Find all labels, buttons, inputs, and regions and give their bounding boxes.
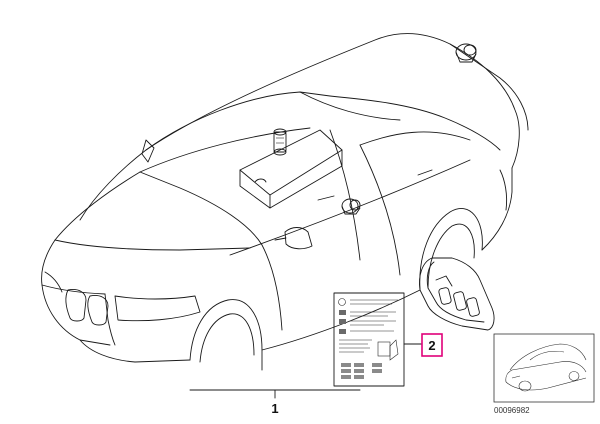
sensor-unit-icon bbox=[273, 128, 287, 156]
callout-2[interactable]: 2 bbox=[421, 333, 443, 357]
sensor-unit-icon bbox=[341, 198, 361, 215]
leader-lines bbox=[189, 343, 423, 399]
thumbnail-car-icon bbox=[493, 333, 595, 403]
callout-1-label: 1 bbox=[271, 401, 278, 416]
sensor-unit-icon bbox=[455, 43, 477, 63]
remote-key-icon bbox=[419, 257, 495, 331]
car-outline-icon bbox=[41, 33, 529, 371]
instruction-leaflet-icon bbox=[333, 292, 405, 387]
callout-2-label: 2 bbox=[428, 338, 435, 353]
callout-1: 1 bbox=[271, 401, 278, 416]
image-code: 00096982 bbox=[494, 406, 530, 415]
callout-2-highlight-box[interactable] bbox=[421, 333, 443, 357]
